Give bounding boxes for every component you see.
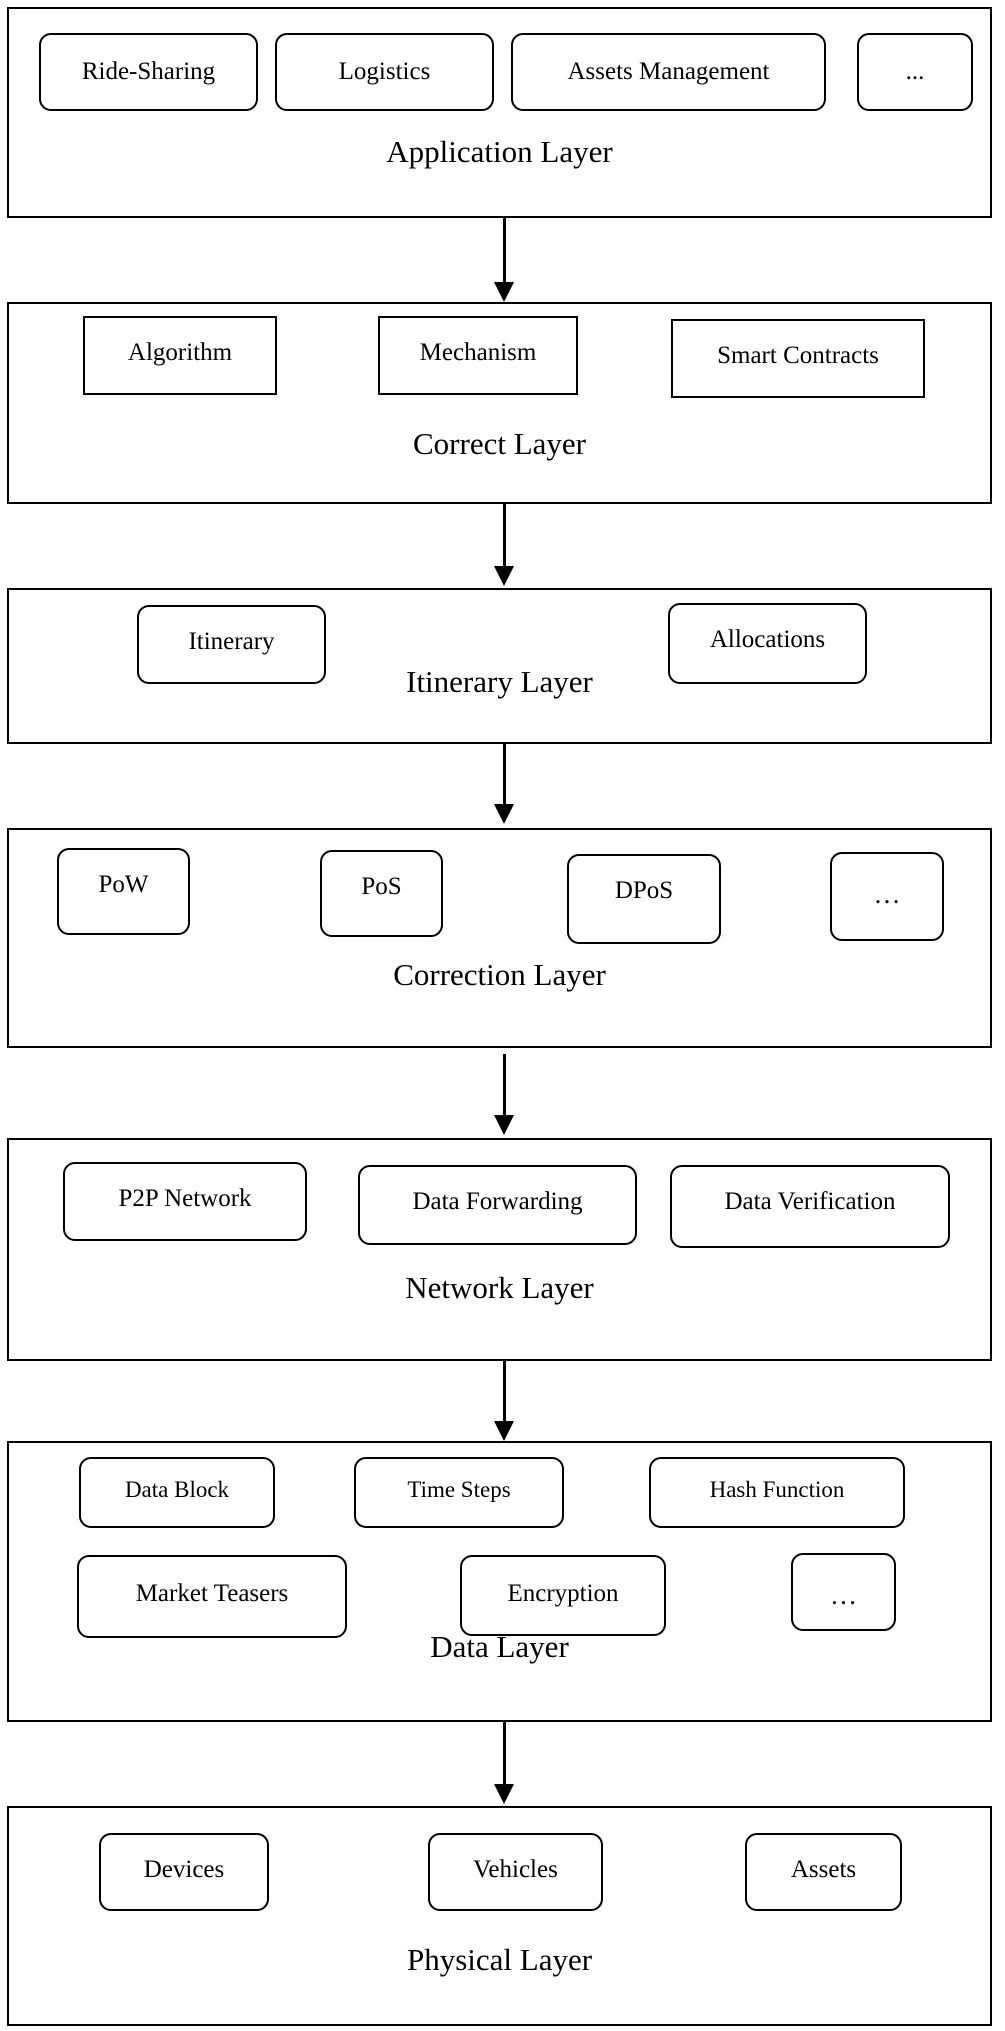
algorithm-label: Algorithm <box>127 339 233 366</box>
allocations-label: Allocations <box>709 626 826 653</box>
smart-contracts-label: Smart Contracts <box>717 342 879 369</box>
mechanism-label: Mechanism <box>419 339 537 366</box>
application-layer-title: Application Layer <box>386 134 613 169</box>
assets-management-box: Assets Management <box>511 33 826 111</box>
data-more-box: … <box>791 1553 896 1631</box>
market-teasers-box: Market Teasers <box>77 1555 347 1638</box>
data-verification-label: Data Verification <box>724 1188 896 1215</box>
p2p-network-box: P2P Network <box>63 1162 307 1241</box>
ride-sharing-label: Ride-Sharing <box>81 58 216 85</box>
time-steps-label: Time Steps <box>407 1477 511 1502</box>
network-layer-title: Network Layer <box>405 1270 594 1305</box>
data-block-box: Data Block <box>79 1457 275 1528</box>
devices-label: Devices <box>143 1856 225 1883</box>
time-steps-box: Time Steps <box>354 1457 564 1528</box>
dpos-label: DPoS <box>614 877 674 904</box>
data-forwarding-label: Data Forwarding <box>412 1188 583 1215</box>
data-more-label: … <box>830 1580 857 1610</box>
pow-box: PoW <box>57 848 190 935</box>
application-more-box: ... <box>857 33 973 111</box>
smart-contracts-box: Smart Contracts <box>671 319 925 398</box>
correct-layer-title: Correct Layer <box>413 426 586 461</box>
assets-box: Assets <box>745 1833 902 1911</box>
vehicles-box: Vehicles <box>428 1833 603 1911</box>
data-forwarding-box: Data Forwarding <box>358 1165 637 1245</box>
correction-more-box: … <box>830 852 944 941</box>
devices-box: Devices <box>99 1833 269 1911</box>
allocations-box: Allocations <box>668 603 867 684</box>
assets-management-label: Assets Management <box>567 58 770 85</box>
ride-sharing-box: Ride-Sharing <box>39 33 258 111</box>
itinerary-box: Itinerary <box>137 605 326 684</box>
p2p-network-label: P2P Network <box>118 1185 252 1212</box>
physical-layer-title: Physical Layer <box>406 1942 593 1977</box>
hash-function-box: Hash Function <box>649 1457 905 1528</box>
data-verification-box: Data Verification <box>670 1165 950 1248</box>
logistics-label: Logistics <box>338 58 431 85</box>
encryption-box: Encryption <box>460 1555 666 1636</box>
logistics-box: Logistics <box>275 33 494 111</box>
pow-label: PoW <box>98 871 149 898</box>
itinerary-layer-title: Itinerary Layer <box>406 664 593 699</box>
correction-more-label: … <box>873 879 901 909</box>
encryption-label: Encryption <box>507 1580 619 1607</box>
dpos-box: DPoS <box>567 854 721 944</box>
vehicles-label: Vehicles <box>473 1856 558 1883</box>
correction-layer-title: Correction Layer <box>393 957 606 992</box>
hash-function-label: Hash Function <box>709 1477 845 1502</box>
pos-box: PoS <box>320 850 443 937</box>
application-more-label: ... <box>905 58 925 85</box>
mechanism-box: Mechanism <box>378 316 578 395</box>
algorithm-box: Algorithm <box>83 316 277 395</box>
market-teasers-label: Market Teasers <box>135 1580 289 1607</box>
pos-label: PoS <box>361 873 402 900</box>
itinerary-label: Itinerary <box>188 628 275 655</box>
assets-label: Assets <box>790 1856 857 1883</box>
data-block-label: Data Block <box>124 1477 230 1502</box>
